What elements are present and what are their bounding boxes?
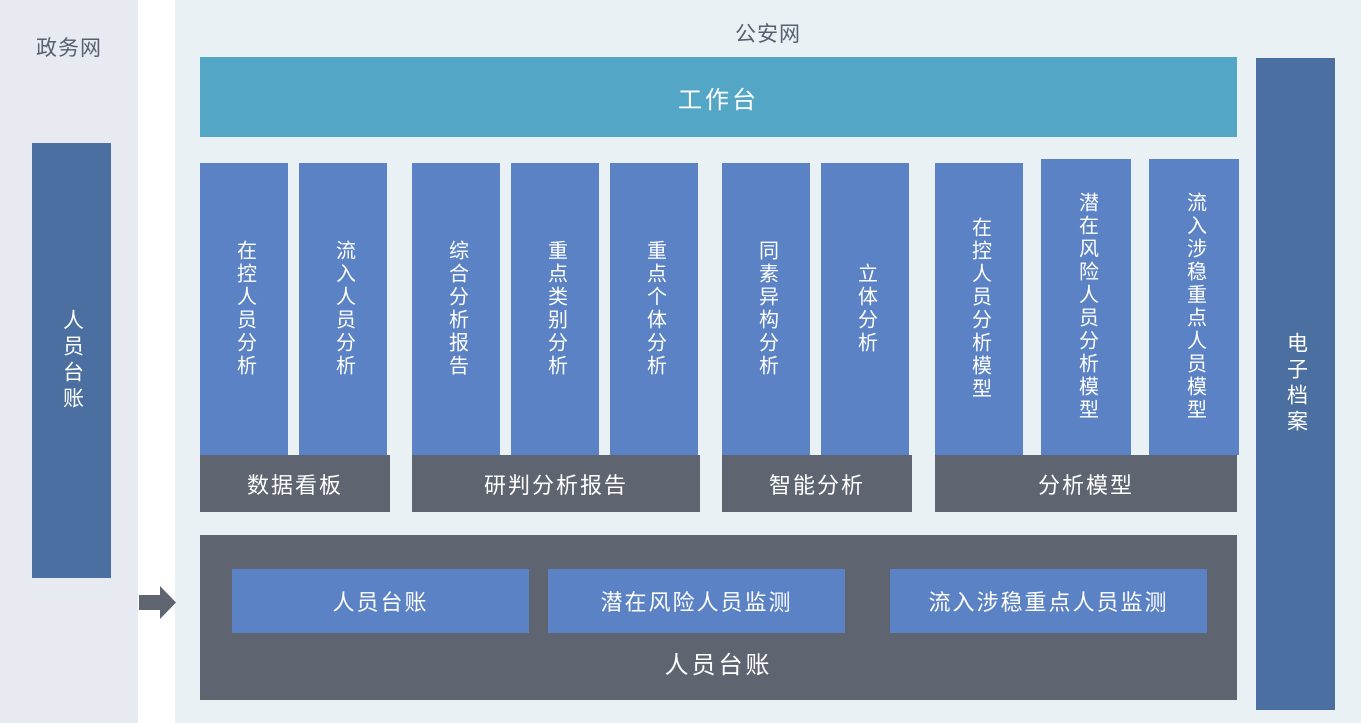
- group-band-shuju-kanban[interactable]: 数据看板: [200, 455, 390, 512]
- tile-liuru-shewen-zhongdian-renyuan-jiance[interactable]: 流入涉稳重点人员监测: [890, 569, 1207, 633]
- column-tongsu-yigou-fenxi[interactable]: 同素异构分析: [722, 163, 810, 455]
- group-band-label: 智能分析: [768, 472, 865, 498]
- tile-renyuan-taizhang[interactable]: 人员台账: [232, 569, 529, 633]
- group-band-label: 数据看板: [246, 472, 343, 498]
- column-liti-fenxi[interactable]: 立体分析: [821, 163, 909, 455]
- column-label: 立体分析: [854, 263, 877, 355]
- workbench-bar[interactable]: 工作台: [200, 57, 1237, 137]
- arrow-right-icon: [139, 584, 176, 621]
- electronic-archive-label: 电子档案: [1284, 332, 1308, 436]
- column-label: 同素异构分析: [755, 240, 778, 378]
- group-band-label: 研判分析报告: [483, 472, 628, 498]
- public-security-network-title: 公安网: [735, 23, 801, 46]
- column-liuru-renyuan-fenxi[interactable]: 流入人员分析: [299, 163, 387, 455]
- column-label: 潜在风险人员分析模型: [1075, 192, 1098, 422]
- electronic-archive-box[interactable]: 电子档案: [1256, 58, 1335, 710]
- bottom-personnel-ledger-panel: 人员台账 潜在风险人员监测 流入涉稳重点人员监测 人员台账: [200, 535, 1237, 700]
- column-label: 重点个体分析: [643, 240, 666, 378]
- group-band-yanpan-fenxi-baogao[interactable]: 研判分析报告: [412, 455, 700, 512]
- workbench-label: 工作台: [678, 86, 759, 114]
- personnel-ledger-box-left[interactable]: 人员台账: [32, 143, 111, 578]
- column-label: 综合分析报告: [445, 240, 468, 378]
- column-zhongdian-leibie-fenxi[interactable]: 重点类别分析: [511, 163, 599, 455]
- column-label: 重点类别分析: [544, 240, 567, 378]
- tile-label: 流入涉稳重点人员监测: [928, 590, 1169, 615]
- bottom-panel-footer: 人员台账: [200, 645, 1237, 680]
- group-band-label: 分析模型: [1037, 472, 1134, 498]
- column-zonghe-fenxi-baogao[interactable]: 综合分析报告: [412, 163, 500, 455]
- column-label: 在控人员分析: [233, 240, 256, 378]
- group-band-fenxi-moxing[interactable]: 分析模型: [935, 455, 1237, 512]
- personnel-ledger-label-left: 人员台账: [60, 308, 84, 413]
- column-qianzai-fengxian-renyuan-fenxi-moxing[interactable]: 潜在风险人员分析模型: [1041, 159, 1131, 455]
- column-zaikong-renyuan-fenxi-moxing[interactable]: 在控人员分析模型: [935, 163, 1023, 455]
- column-label: 在控人员分析模型: [968, 217, 991, 401]
- column-zhongdian-geti-fenxi[interactable]: 重点个体分析: [610, 163, 698, 455]
- tile-qianzai-fengxian-renyuan-jiance[interactable]: 潜在风险人员监测: [548, 569, 845, 633]
- column-label: 流入涉稳重点人员模型: [1183, 192, 1206, 422]
- column-zaikong-renyuan-fenxi[interactable]: 在控人员分析: [200, 163, 288, 455]
- tile-label: 潜在风险人员监测: [600, 590, 793, 615]
- bottom-panel-footer-label: 人员台账: [664, 652, 773, 679]
- group-band-zhineng-fenxi[interactable]: 智能分析: [722, 455, 912, 512]
- column-liuru-shewen-zhongdian-renyuan-moxing[interactable]: 流入涉稳重点人员模型: [1149, 159, 1239, 455]
- column-label: 流入人员分析: [332, 240, 355, 378]
- government-network-title: 政务网: [36, 37, 102, 60]
- tile-label: 人员台账: [332, 590, 429, 615]
